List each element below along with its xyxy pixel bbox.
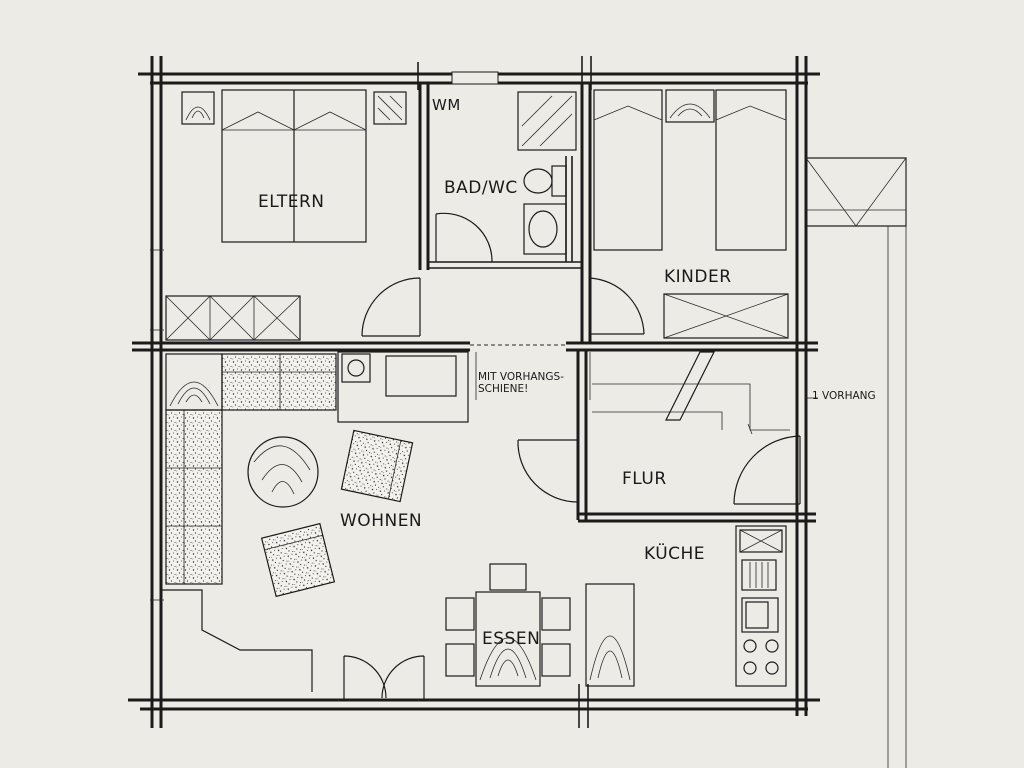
- doors: [343, 212, 801, 700]
- bad-furniture: [517, 91, 577, 255]
- label-bad-wc: BAD/WC: [444, 178, 518, 198]
- label-kueche: KÜCHE: [644, 542, 705, 564]
- kinder-furniture: [593, 89, 789, 339]
- kueche-furniture: [735, 525, 787, 687]
- label-wm: WM: [432, 96, 461, 114]
- note-schiene: SCHIENE!: [478, 383, 528, 395]
- label-kinder: KINDER: [664, 267, 732, 287]
- wohnen-furniture: [162, 351, 469, 692]
- note-mit-vorhangs: MIT VORHANGS-: [478, 371, 564, 383]
- balcony: [805, 157, 907, 768]
- label-flur: FLUR: [622, 469, 667, 489]
- note-vorhang: 1 VORHANG: [812, 390, 876, 402]
- outer-walls: [128, 56, 820, 728]
- label-wohnen: WOHNEN: [340, 511, 422, 531]
- eltern-furniture: [165, 89, 407, 341]
- label-eltern: ELTERN: [258, 192, 325, 212]
- interior-walls: [132, 83, 818, 523]
- essen-furniture: [445, 563, 635, 687]
- flur-details: [475, 351, 818, 435]
- label-essen: ESSEN: [482, 629, 540, 649]
